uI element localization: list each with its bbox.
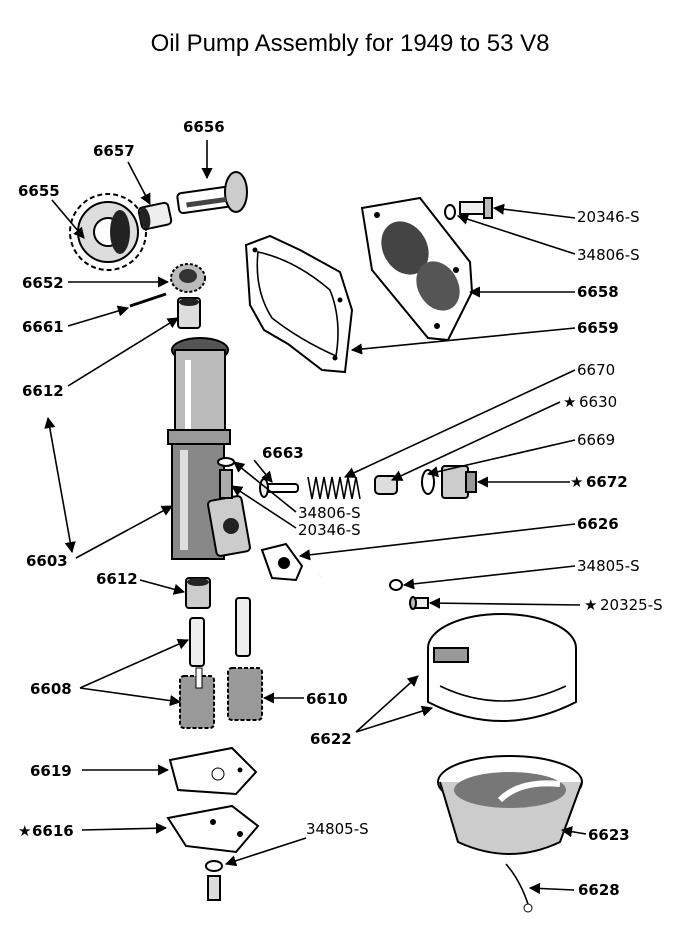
label-6622: 6622: [310, 730, 352, 748]
screen-6623-drawing: [437, 755, 583, 855]
bushing-6612-top-drawing: [177, 297, 201, 329]
bolt-right-drawing: [389, 579, 429, 610]
label-6652: 6652: [22, 274, 64, 292]
label-34806-s-mid: 34806-S: [298, 504, 361, 522]
label-6657: 6657: [93, 142, 135, 160]
cover-plate-6658-drawing: [360, 196, 474, 342]
label-34805-s-bottom: 34805-S: [306, 820, 369, 838]
label-34805-s-right: 34805-S: [577, 557, 640, 575]
bolt-washer-top-drawing: [444, 197, 493, 220]
label-6628: 6628: [578, 881, 620, 899]
label-6626: 6626: [577, 515, 619, 533]
screen-assembly-6622-drawing: [318, 570, 577, 722]
gear-6655-drawing: [69, 193, 147, 271]
pump-body-6603-drawing: [167, 337, 251, 560]
star-6630: ★: [563, 393, 576, 411]
label-6659: 6659: [577, 319, 619, 337]
clip-6628-drawing: [505, 863, 533, 913]
label-6623: 6623: [588, 826, 630, 844]
label-6612-bottom: 6612: [96, 570, 138, 588]
label-34806-s-top: 34806-S: [577, 246, 640, 264]
gasket-6659-drawing: [244, 234, 354, 374]
label-6608: 6608: [30, 680, 72, 698]
bushing-6657-drawing: [137, 201, 173, 231]
label-20346-s-mid: 20346-S: [298, 521, 361, 539]
gear-6610-drawing: [227, 667, 263, 721]
star-20325-s: ★: [584, 596, 597, 614]
star-6616: ★: [18, 822, 31, 840]
label-6612-top: 6612: [22, 382, 64, 400]
relief-valve-parts-drawing: [259, 465, 477, 500]
plate-6616-drawing: [166, 804, 260, 854]
label-6663: 6663: [262, 444, 304, 462]
label-6655: 6655: [18, 182, 60, 200]
shaft-6656-drawing: [176, 171, 248, 215]
label-6670: 6670: [577, 361, 615, 379]
pin-6661-drawing: [129, 292, 167, 308]
label-20325-s: 20325-S: [600, 596, 663, 614]
label-6619: 6619: [30, 762, 72, 780]
gears-6608-drawing: [179, 597, 251, 729]
label-20346-s-top: 20346-S: [577, 208, 640, 226]
label-6658: 6658: [577, 283, 619, 301]
gasket-6626-drawing: [260, 542, 304, 582]
bolt-bottom-drawing: [205, 860, 223, 901]
bushing-6612-bottom-drawing: [185, 577, 211, 609]
label-6669: 6669: [577, 431, 615, 449]
label-6630: 6630: [579, 393, 617, 411]
label-6610: 6610: [306, 690, 348, 708]
gear-6652-drawing: [170, 263, 206, 293]
label-6656: 6656: [183, 118, 225, 136]
label-6616: 6616: [32, 822, 74, 840]
label-6672: 6672: [586, 473, 628, 491]
star-6672: ★: [570, 473, 583, 491]
leader-lines: [44, 140, 587, 895]
gasket-6619-drawing: [168, 746, 258, 796]
label-6603: 6603: [26, 552, 68, 570]
diagram-title: Oil Pump Assembly for 1949 to 53 V8: [150, 30, 550, 57]
label-6661: 6661: [22, 318, 64, 336]
